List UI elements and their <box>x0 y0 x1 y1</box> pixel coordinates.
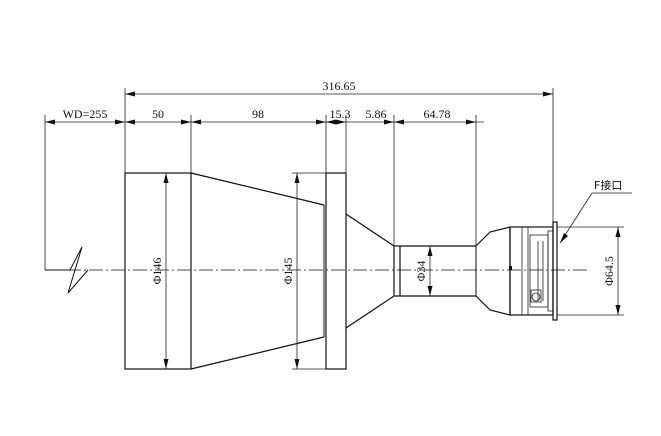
mount-label: F接口 <box>594 179 622 192</box>
dim-front-diameter: Φ146 <box>150 258 164 285</box>
optical-axis <box>45 246 588 294</box>
dim-flange-diameter: Φ145 <box>281 258 295 285</box>
dim-mount-diameter: Φ64.5 <box>602 256 616 286</box>
dim-flange-width: 15.3 <box>330 107 351 121</box>
dim-neck: 5.86 <box>366 107 387 121</box>
lens-body <box>124 172 558 370</box>
top-dimension-chain: 316.65 WD=255 50 98 15.3 5.86 64.78 <box>44 79 554 270</box>
dim-neck-diameter: Φ34 <box>414 261 428 282</box>
dim-cone: 98 <box>252 107 264 121</box>
mount-callout: F接口 <box>559 179 632 244</box>
dim-working-distance: WD=255 <box>63 107 108 121</box>
dim-rear: 64.78 <box>424 107 451 121</box>
diameter-dimensions: Φ146 Φ145 Φ34 Φ64.5 <box>150 172 624 370</box>
dim-front-barrel: 50 <box>152 107 164 121</box>
dim-overall-length: 316.65 <box>323 79 356 93</box>
